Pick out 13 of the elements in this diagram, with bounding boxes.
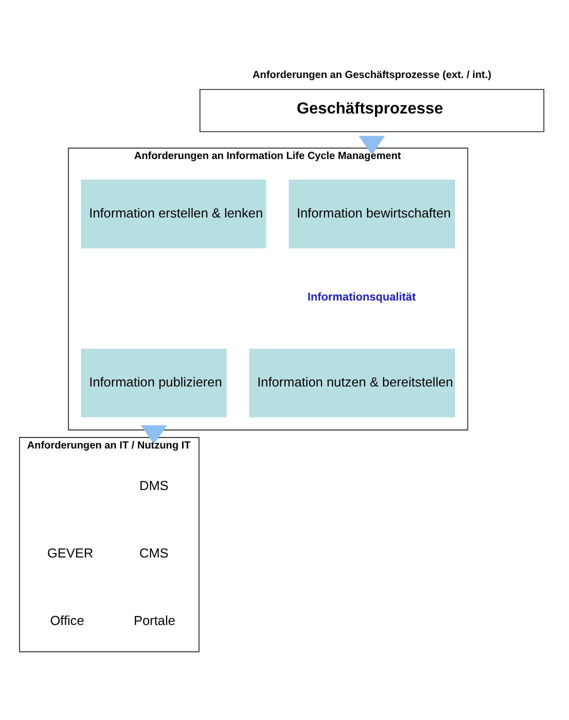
node-label: Anforderungen an Geschäftsprozesse (ext. / int.) [252, 70, 492, 81]
node-box: Information bewirtschaften [288, 180, 456, 248]
node-text: Office [50, 613, 84, 628]
node-box: Information nutzen & bereitstellen [249, 348, 456, 418]
node-text: Portale [134, 613, 176, 628]
node-text: Informationsqualität [308, 291, 416, 304]
node-box: Information erstellen & lenken [81, 180, 266, 248]
node-box: Information publizieren [81, 348, 227, 418]
node-text: GEVER [47, 545, 94, 560]
arrow [140, 425, 168, 444]
arrow [358, 136, 386, 155]
node-text: CMS [139, 545, 169, 560]
node-text: DMS [139, 478, 169, 493]
